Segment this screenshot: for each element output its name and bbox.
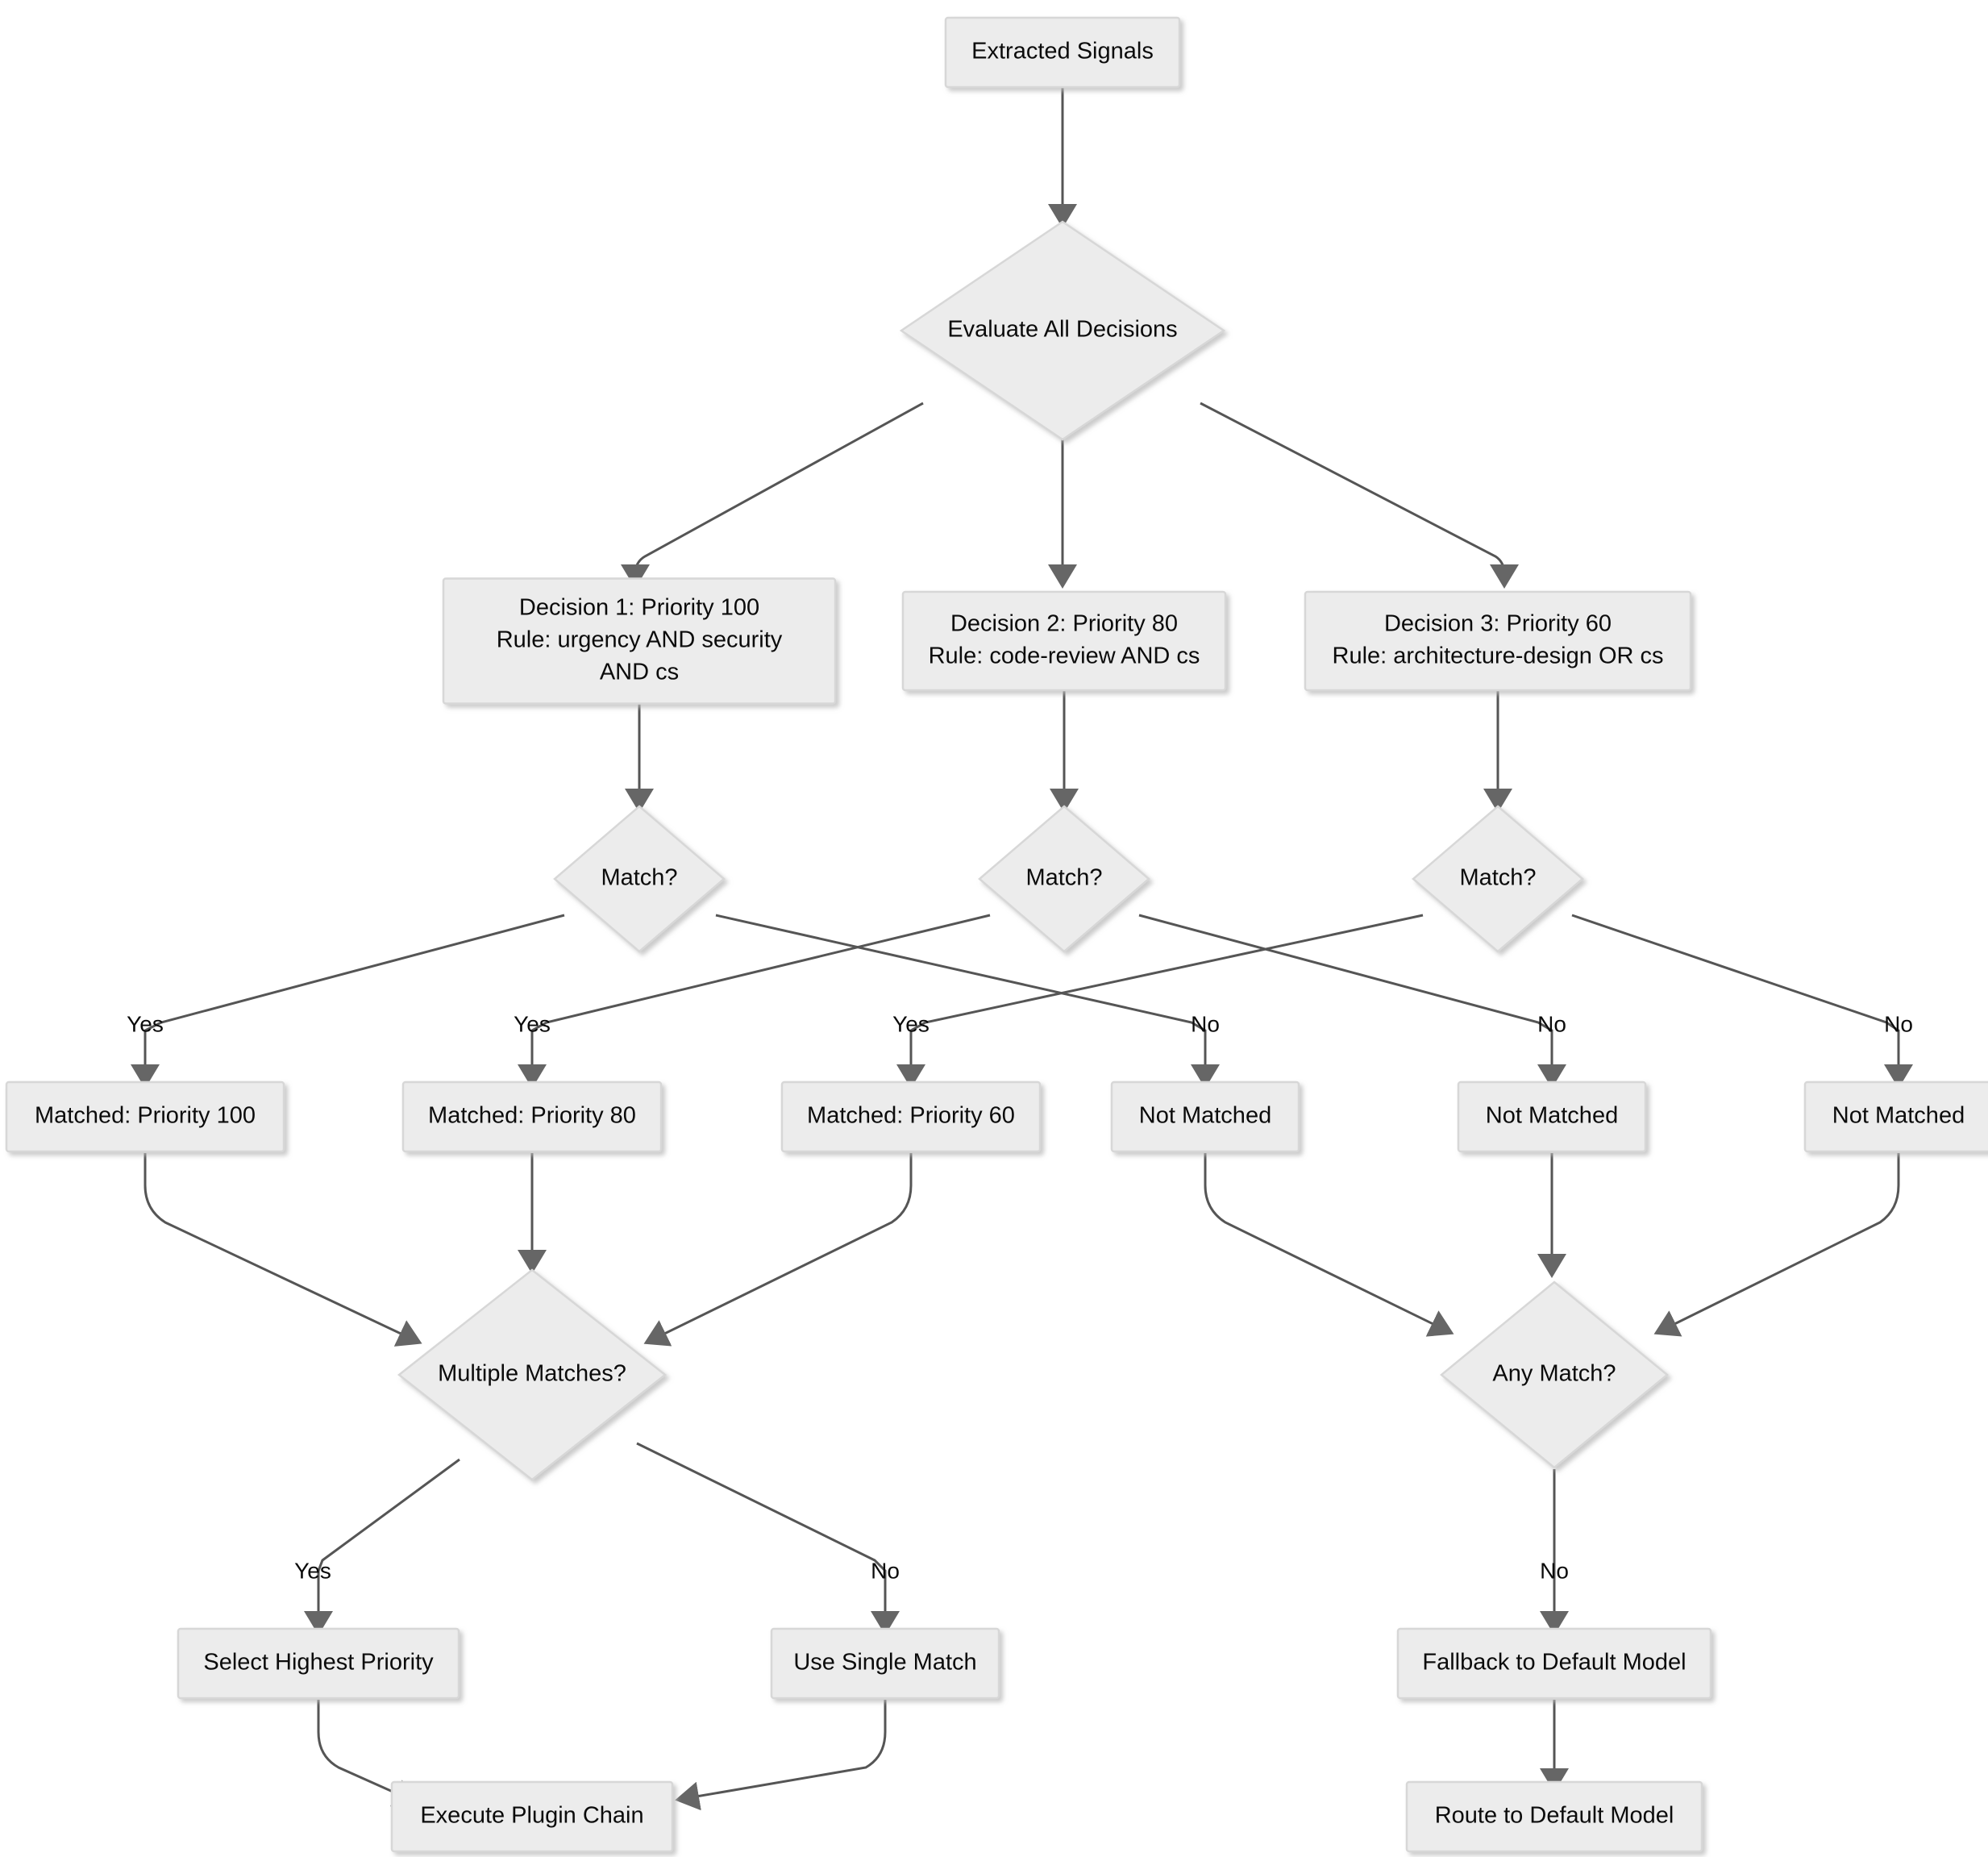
node-label-route_default: Route to Default Model <box>1435 1803 1674 1829</box>
node-shape-rect <box>901 590 1227 692</box>
node-shape-rect <box>770 1627 1000 1700</box>
node-select_highest[interactable]: Select Highest Priority <box>177 1627 460 1700</box>
edge-evaluate_all-to-decision3 <box>1200 402 1519 589</box>
node-shape-rect <box>1396 1627 1712 1700</box>
node-extracted_signals[interactable]: Extracted Signals <box>944 16 1181 89</box>
node-label-match1: Match? <box>601 865 677 891</box>
edge-match3-to-matched60 <box>896 914 1424 1089</box>
node-shape-rect <box>390 1780 674 1853</box>
node-shape-diamond <box>978 805 1150 953</box>
node-label-decision1: Decision 1: Priority 100 <box>519 595 759 621</box>
node-shape-rect <box>944 16 1181 89</box>
node-label-decision3: Rule: architecture-design OR cs <box>1333 643 1664 669</box>
node-label-multiple_matches: Multiple Matches? <box>438 1361 626 1387</box>
edge-match2-to-matched80 <box>518 914 991 1089</box>
edge-label-match2-to-notmatched2: No <box>1537 1011 1566 1036</box>
node-notmatched2[interactable]: Not Matched <box>1457 1080 1647 1153</box>
node-shape-diamond <box>1440 1280 1669 1469</box>
node-label-notmatched1: Not Matched <box>1139 1103 1271 1129</box>
edge-multiple_matches-to-use_single_match <box>636 1442 900 1635</box>
node-match1[interactable]: Match? <box>553 805 726 953</box>
node-shape-diamond <box>899 220 1226 441</box>
edge-layer <box>131 87 1913 1811</box>
edge-select_highest-to-execute_plugin <box>317 1700 418 1807</box>
node-label-match3: Match? <box>1459 865 1536 891</box>
edge-label-match3-to-notmatched3: No <box>1884 1011 1913 1036</box>
node-multiple_matches[interactable]: Multiple Matches? <box>397 1268 668 1481</box>
node-label-fallback_default: Fallback to Default Model <box>1422 1650 1686 1676</box>
edge-match1-to-notmatched1 <box>715 914 1220 1089</box>
node-label-notmatched2: Not Matched <box>1486 1103 1618 1129</box>
node-shape-diamond <box>1412 805 1584 953</box>
edge-label-match2-to-matched80: Yes <box>514 1011 551 1036</box>
edge-label-multiple_matches-to-select_highest: Yes <box>294 1558 331 1583</box>
edge-notmatched3-to-any_match <box>1653 1153 1900 1337</box>
node-label-evaluate_all: Evaluate All Decisions <box>947 317 1177 343</box>
node-execute_plugin[interactable]: Execute Plugin Chain <box>390 1780 674 1853</box>
node-shape-rect <box>401 1080 663 1153</box>
node-label-matched60: Matched: Priority 60 <box>807 1103 1015 1129</box>
node-shape-rect <box>1457 1080 1647 1153</box>
node-shape-rect <box>1803 1080 1988 1153</box>
node-matched100[interactable]: Matched: Priority 100 <box>5 1080 285 1153</box>
node-use_single_match[interactable]: Use Single Match <box>770 1627 1000 1700</box>
node-shape-rect <box>442 577 837 705</box>
edge-label-match1-to-matched100: Yes <box>127 1011 164 1036</box>
edge-label-any_match-to-fallback_default: No <box>1540 1558 1569 1583</box>
node-match2[interactable]: Match? <box>978 805 1150 953</box>
node-shape-rect <box>5 1080 285 1153</box>
node-shape-rect <box>177 1627 460 1700</box>
node-label-decision2: Rule: code-review AND cs <box>929 643 1200 669</box>
node-decision2[interactable]: Decision 2: Priority 80 Rule: code-review… <box>901 590 1227 692</box>
node-shape-diamond <box>397 1268 668 1481</box>
node-notmatched3[interactable]: Not Matched <box>1803 1080 1988 1153</box>
node-label-match2: Match? <box>1025 865 1102 891</box>
edge-label-multiple_matches-to-use_single_match: No <box>871 1558 900 1583</box>
edge-matched60-to-multiple_matches <box>643 1153 913 1347</box>
node-label-decision2: Decision 2: Priority 80 <box>950 611 1178 637</box>
edge-match3-to-notmatched3 <box>1571 914 1913 1089</box>
node-label-use_single_match: Use Single Match <box>793 1650 976 1676</box>
edge-notmatched1-to-any_match <box>1204 1153 1454 1337</box>
node-match3[interactable]: Match? <box>1412 805 1584 953</box>
node-label-matched80: Matched: Priority 80 <box>428 1103 636 1129</box>
node-evaluate_all[interactable]: Evaluate All Decisions <box>899 220 1226 441</box>
node-label-any_match: Any Match? <box>1492 1361 1616 1387</box>
edge-match1-to-matched100 <box>131 914 565 1089</box>
node-label-select_highest: Select Highest Priority <box>203 1650 434 1676</box>
edge-label-match3-to-matched60: Yes <box>892 1011 930 1036</box>
edge-label-match1-to-notmatched1: No <box>1191 1011 1220 1036</box>
node-shape-rect <box>1304 590 1692 692</box>
edge-use_single_match-to-execute_plugin <box>675 1700 887 1811</box>
node-label-notmatched3: Not Matched <box>1832 1103 1965 1129</box>
node-shape-rect <box>1405 1780 1703 1853</box>
node-shape-rect <box>780 1080 1042 1153</box>
node-fallback_default[interactable]: Fallback to Default Model <box>1396 1627 1712 1700</box>
node-any_match[interactable]: Any Match? <box>1440 1280 1669 1469</box>
node-matched80[interactable]: Matched: Priority 80 <box>401 1080 663 1153</box>
node-label-decision3: Decision 3: Priority 60 <box>1384 611 1612 637</box>
node-notmatched1[interactable]: Not Matched <box>1110 1080 1300 1153</box>
node-label-execute_plugin: Execute Plugin Chain <box>420 1803 643 1829</box>
node-matched60[interactable]: Matched: Priority 60 <box>780 1080 1042 1153</box>
node-route_default[interactable]: Route to Default Model <box>1405 1780 1703 1853</box>
node-label-decision1: Rule: urgency AND security <box>497 627 783 653</box>
edge-match2-to-notmatched2 <box>1138 914 1566 1089</box>
node-label-decision1: AND cs <box>600 660 679 685</box>
node-shape-rect <box>1110 1080 1300 1153</box>
edge-multiple_matches-to-select_highest <box>304 1458 460 1635</box>
node-decision3[interactable]: Decision 3: Priority 60 Rule: architectur… <box>1304 590 1692 692</box>
node-label-extracted_signals: Extracted Signals <box>971 39 1154 65</box>
node-shape-diamond <box>553 805 726 953</box>
edge-evaluate_all-to-decision1 <box>621 402 924 589</box>
node-label-matched100: Matched: Priority 100 <box>35 1103 256 1129</box>
edge-matched100-to-multiple_matches <box>143 1153 422 1347</box>
